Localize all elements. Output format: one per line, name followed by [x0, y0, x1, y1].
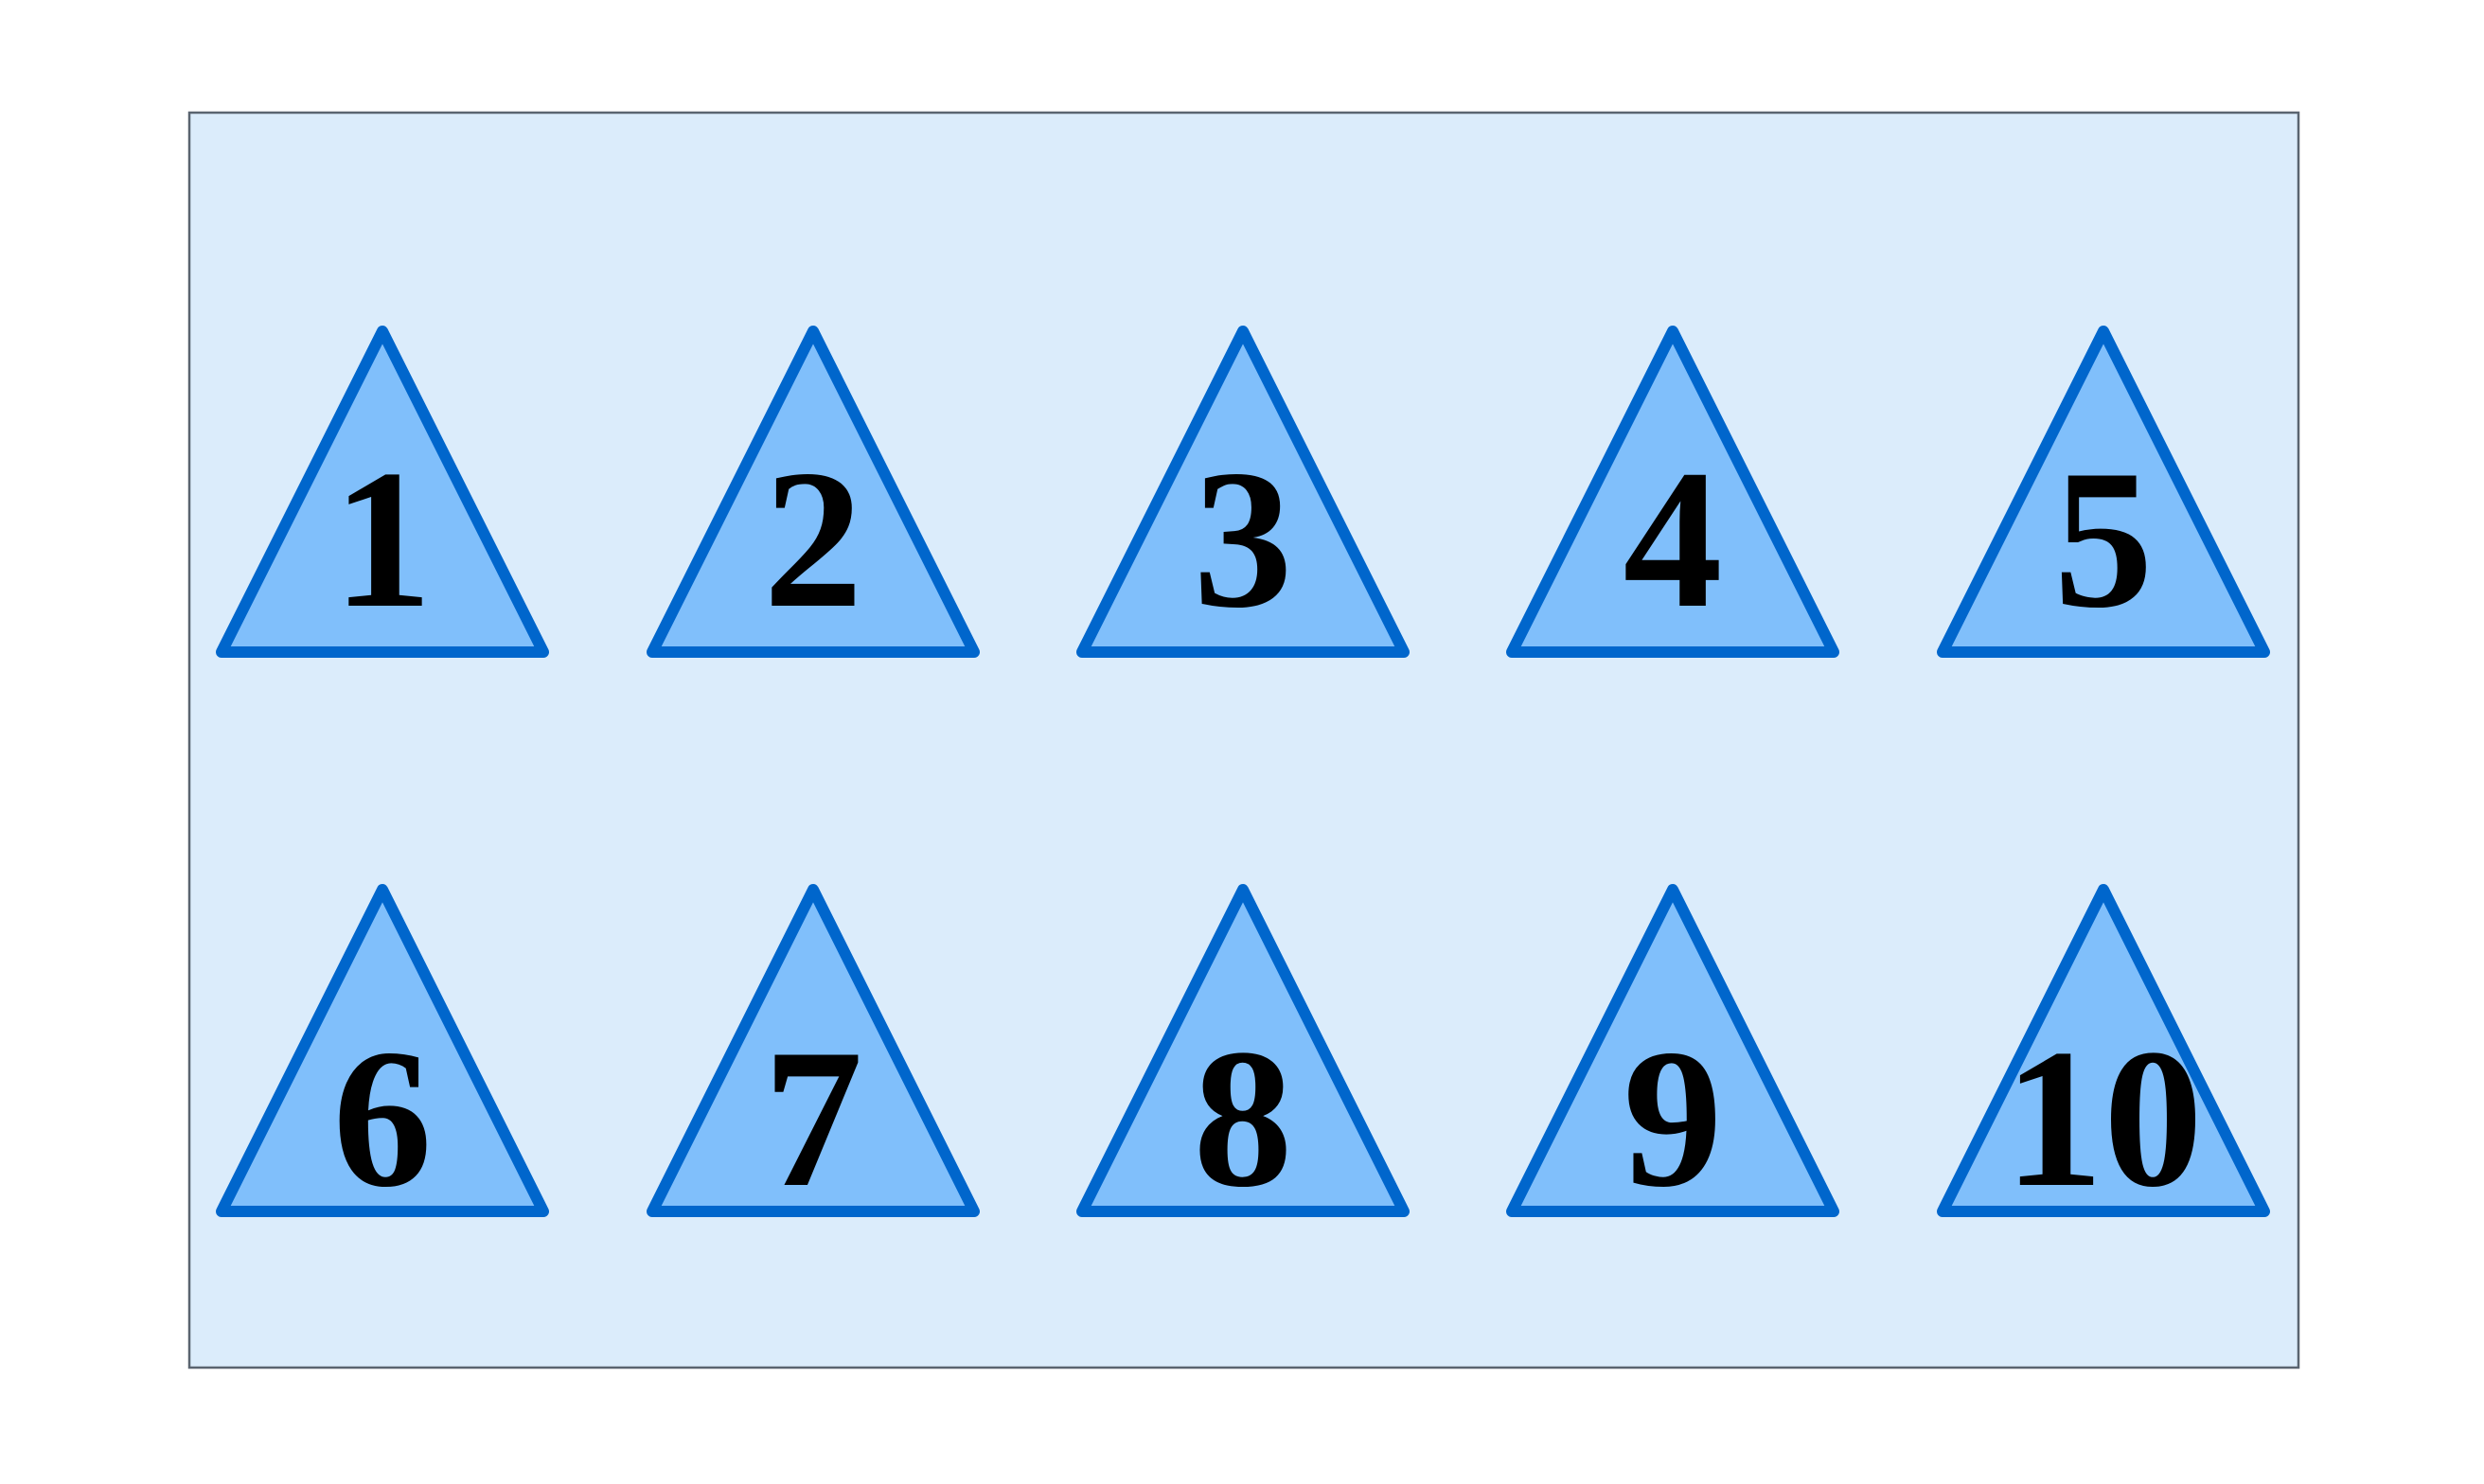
triangle-node-1: 1: [216, 326, 549, 658]
triangle-shape: [1506, 326, 1839, 658]
triangle-label: 1: [333, 430, 433, 649]
triangle-node-3: 3: [1076, 326, 1410, 658]
triangle-shape: [1076, 884, 1410, 1217]
triangle-label: 8: [1194, 1009, 1293, 1228]
triangle-node-5: 5: [1937, 326, 2270, 658]
triangle-node-4: 4: [1506, 326, 1839, 658]
triangle-label: 5: [2054, 430, 2154, 649]
triangle-label: 10: [2004, 1009, 2203, 1228]
triangle-node-2: 2: [647, 326, 980, 658]
triangle-shape: [216, 326, 549, 658]
triangle-shape: [647, 884, 980, 1217]
triangle-grid: 1 2 3 4 5 6 7 8 9 10: [216, 326, 2270, 1228]
triangle-label: 4: [1623, 430, 1723, 649]
triangle-node-10: 10: [1937, 884, 2270, 1228]
triangle-node-9: 9: [1506, 884, 1839, 1228]
triangle-shape: [1937, 326, 2270, 658]
triangle-node-7: 7: [647, 884, 980, 1228]
triangle-shape: [1937, 884, 2270, 1217]
triangle-label: 6: [333, 1009, 433, 1228]
triangle-shape: [647, 326, 980, 658]
triangle-node-8: 8: [1076, 884, 1410, 1228]
triangle-label: 9: [1623, 1009, 1723, 1228]
triangle-shape: [1506, 884, 1839, 1217]
triangle-label: 2: [764, 430, 863, 649]
triangle-shape: [216, 884, 549, 1217]
triangle-label: 3: [1194, 430, 1293, 649]
triangle-label: 7: [764, 1009, 863, 1228]
triangle-shape: [1076, 326, 1410, 658]
triangle-node-6: 6: [216, 884, 549, 1228]
